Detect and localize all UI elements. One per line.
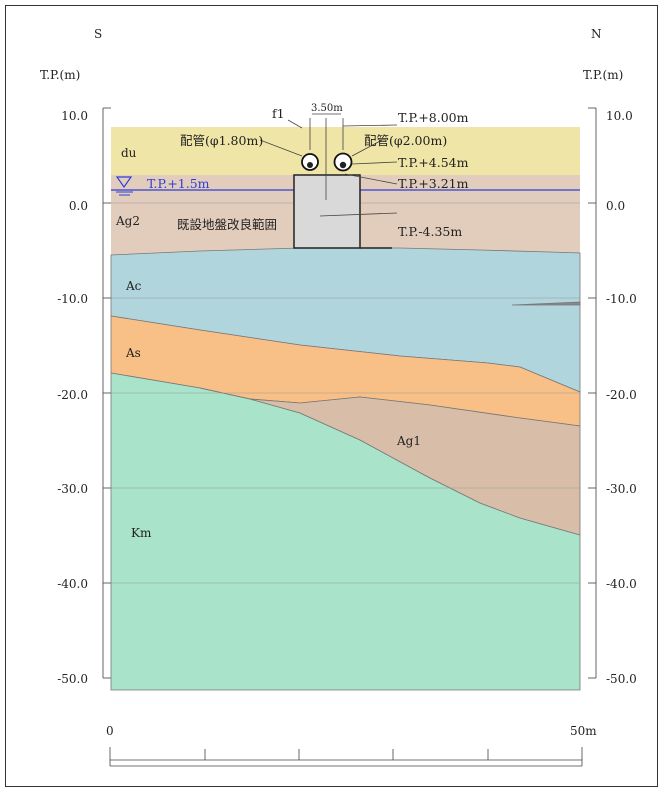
direction-south: S xyxy=(94,27,102,41)
layers xyxy=(110,127,581,691)
left-axis xyxy=(102,107,111,679)
right-tick-label: 10.0 xyxy=(606,109,633,123)
left-tick-labels: 10.0 0.0 -10.0 -20.0 -30.0 -40.0 -50.0 xyxy=(57,109,88,686)
layer-ag1 xyxy=(199,387,581,536)
scale-bar-start-label: 0 xyxy=(106,724,114,738)
label-f1: f1 xyxy=(272,106,285,121)
label-improvement-zone: 既設地盤改良範囲 xyxy=(177,217,277,232)
right-unit-label: T.P.(m) xyxy=(583,68,623,82)
left-tick-label: -20.0 xyxy=(57,388,88,402)
improvement-zone-box xyxy=(293,174,361,249)
scale-bar-end-label: 50m xyxy=(570,724,597,738)
leader-lines xyxy=(259,113,398,217)
ac-thin-lens xyxy=(511,301,581,306)
layer-label-ag2: Ag2 xyxy=(115,214,140,228)
layer-du xyxy=(111,127,580,175)
right-tick-label: 0.0 xyxy=(606,199,625,213)
label-pipe-right: 配管(φ2.00m) xyxy=(364,133,447,148)
label-tp-321: T.P.+3.21m xyxy=(398,176,469,191)
right-tick-label: -40.0 xyxy=(606,577,637,591)
label-tp-454: T.P.+4.54m xyxy=(398,155,469,170)
right-tick-label: -20.0 xyxy=(606,388,637,402)
layer-label-km: Km xyxy=(131,526,152,540)
right-axis xyxy=(588,107,597,679)
left-tick-label: -30.0 xyxy=(57,482,88,496)
right-tick-label: -10.0 xyxy=(606,292,637,306)
left-tick-label: 10.0 xyxy=(61,109,88,123)
right-tick-label: -50.0 xyxy=(606,672,637,686)
label-pipe-left: 配管(φ1.80m) xyxy=(180,133,263,148)
left-tick-label: -40.0 xyxy=(57,577,88,591)
right-tick-labels: 10.0 0.0 -10.0 -20.0 -30.0 -40.0 -50.0 xyxy=(606,109,637,686)
scale-bar xyxy=(109,747,583,767)
pipe-left-inner-icon xyxy=(307,162,313,168)
layer-label-ag1: Ag1 xyxy=(396,434,421,448)
layer-label-as: As xyxy=(125,346,141,360)
label-width-3-50m: 3.50m xyxy=(311,103,343,114)
pipe-right-inner-icon xyxy=(339,161,347,169)
label-tp-bottom: T.P.-4.35m xyxy=(398,224,462,239)
direction-north: N xyxy=(591,27,602,41)
left-tick-label: 0.0 xyxy=(69,199,88,213)
layer-label-ac: Ac xyxy=(125,279,142,293)
right-tick-label: -30.0 xyxy=(606,482,637,496)
water-level-icon xyxy=(115,176,133,189)
left-tick-label: -10.0 xyxy=(57,292,88,306)
left-tick-label: -50.0 xyxy=(57,672,88,686)
label-water-level: T.P.+1.5m xyxy=(147,176,210,191)
left-unit-label: T.P.(m) xyxy=(40,68,80,82)
layer-label-du: du xyxy=(121,146,137,160)
label-tp-top: T.P.+8.00m xyxy=(398,110,469,125)
